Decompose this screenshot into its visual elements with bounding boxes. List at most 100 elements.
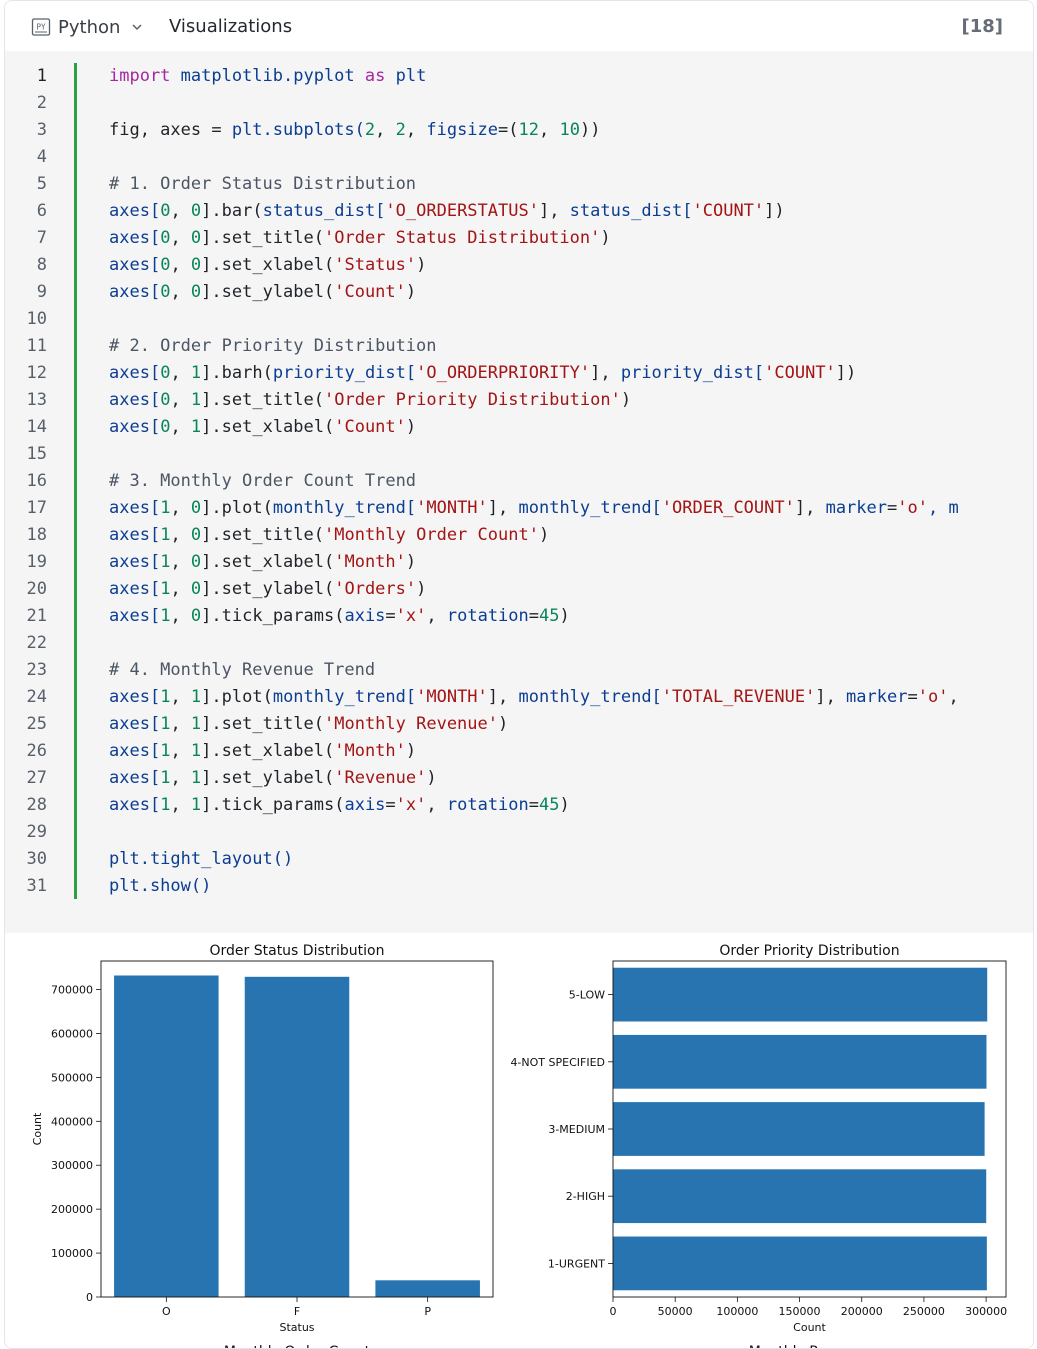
plot-frame xyxy=(612,960,1007,1298)
y-axis-label: Count xyxy=(31,1112,44,1145)
code-line[interactable]: 29 xyxy=(5,819,1033,846)
code-text: axes[0, 0].set_ylabel('Count') xyxy=(109,279,416,306)
code-token: ) xyxy=(426,768,437,788)
code-token: axes[ xyxy=(109,606,161,626)
bar xyxy=(613,1102,985,1156)
code-token: ], xyxy=(538,201,570,221)
language-selector[interactable]: PY Python xyxy=(31,15,144,39)
code-token: plt.tight_layout() xyxy=(109,849,294,869)
code-token: , xyxy=(170,201,191,221)
line-number: 22 xyxy=(26,633,47,653)
bar xyxy=(375,1280,480,1297)
code-text: axes[0, 1].set_title('Order Priority Dis… xyxy=(109,387,631,414)
code-token: = xyxy=(887,498,898,518)
line-number: 28 xyxy=(26,795,47,815)
code-line[interactable]: 23# 4. Monthly Revenue Trend xyxy=(5,657,1033,684)
code-line[interactable]: 5# 1. Order Status Distribution xyxy=(5,171,1033,198)
code-text: axes[0, 1].barh(priority_dist['O_ORDERPR… xyxy=(109,360,856,387)
x-axis-label: Status xyxy=(279,1321,314,1334)
code-token: axes[ xyxy=(109,579,161,599)
code-token: marker xyxy=(825,498,887,518)
code-token: axes[ xyxy=(109,498,161,518)
code-token: , xyxy=(426,795,447,815)
code-token: ].set_title( xyxy=(201,228,324,248)
code-token: axes[ xyxy=(109,741,161,761)
y-tick-label: 4-NOT SPECIFIED xyxy=(510,1056,605,1069)
code-text: # 2. Order Priority Distribution xyxy=(109,333,437,360)
x-tick-label: P xyxy=(424,1305,431,1318)
code-text: # 4. Monthly Revenue Trend xyxy=(109,657,375,684)
code-token: ) xyxy=(559,606,570,626)
code-token: , m xyxy=(927,498,959,518)
code-line[interactable]: 15 xyxy=(5,441,1033,468)
code-token: , xyxy=(170,768,191,788)
code-line[interactable]: 10 xyxy=(5,306,1033,333)
code-text: axes[1, 1].plot(monthly_trend['MONTH'], … xyxy=(109,684,959,711)
code-token: # 1. Order Status Distribution xyxy=(109,174,417,194)
code-token: ) xyxy=(600,228,611,248)
code-token: plt.show() xyxy=(109,876,212,896)
code-token: , xyxy=(170,552,191,572)
code-line[interactable]: 16# 3. Monthly Order Count Trend xyxy=(5,468,1033,495)
line-number: 19 xyxy=(26,552,47,572)
y-tick-label: 1-URGENT xyxy=(548,1257,605,1270)
code-token: fig, axes = xyxy=(109,120,232,140)
code-token: , xyxy=(170,228,191,248)
line-number: 16 xyxy=(26,471,47,491)
code-token: plt.subplots( xyxy=(231,120,365,140)
code-token: 0 xyxy=(190,255,202,275)
code-token: axes[ xyxy=(109,228,161,248)
code-token: 'Month' xyxy=(334,741,406,761)
code-token: =( xyxy=(498,120,519,140)
code-text: axes[0, 0].bar(status_dist['O_ORDERSTATU… xyxy=(109,198,785,225)
cell-header: PY Python Visualizations [18] xyxy=(5,1,1033,51)
code-token: 1 xyxy=(190,390,202,410)
code-line[interactable]: 2 xyxy=(5,90,1033,117)
code-token: ], xyxy=(487,498,519,518)
code-text: axes[0, 1].set_xlabel('Count') xyxy=(109,414,416,441)
code-token: ) xyxy=(559,795,570,815)
code-token: figsize xyxy=(426,120,499,140)
code-token: 1 xyxy=(160,687,171,707)
code-token: 1 xyxy=(160,498,171,518)
code-token: 10 xyxy=(559,120,580,140)
code-line[interactable]: 4 xyxy=(5,144,1033,171)
code-line[interactable]: 11# 2. Order Priority Distribution xyxy=(5,333,1033,360)
code-token: ].bar( xyxy=(201,201,263,221)
chart-title: Order Status Distribution xyxy=(210,943,385,959)
x-tick-label: 100000 xyxy=(716,1305,758,1318)
code-token: 1 xyxy=(160,795,171,815)
chart-title: Monthly Revenue xyxy=(749,1344,870,1349)
code-token: ].plot( xyxy=(201,498,273,518)
line-number: 15 xyxy=(26,444,47,464)
code-token: = xyxy=(385,606,396,626)
code-line[interactable]: 22 xyxy=(5,630,1033,657)
code-token: 0 xyxy=(190,606,202,626)
code-token: ], xyxy=(590,363,621,383)
code-token: ].set_ylabel( xyxy=(201,768,335,788)
